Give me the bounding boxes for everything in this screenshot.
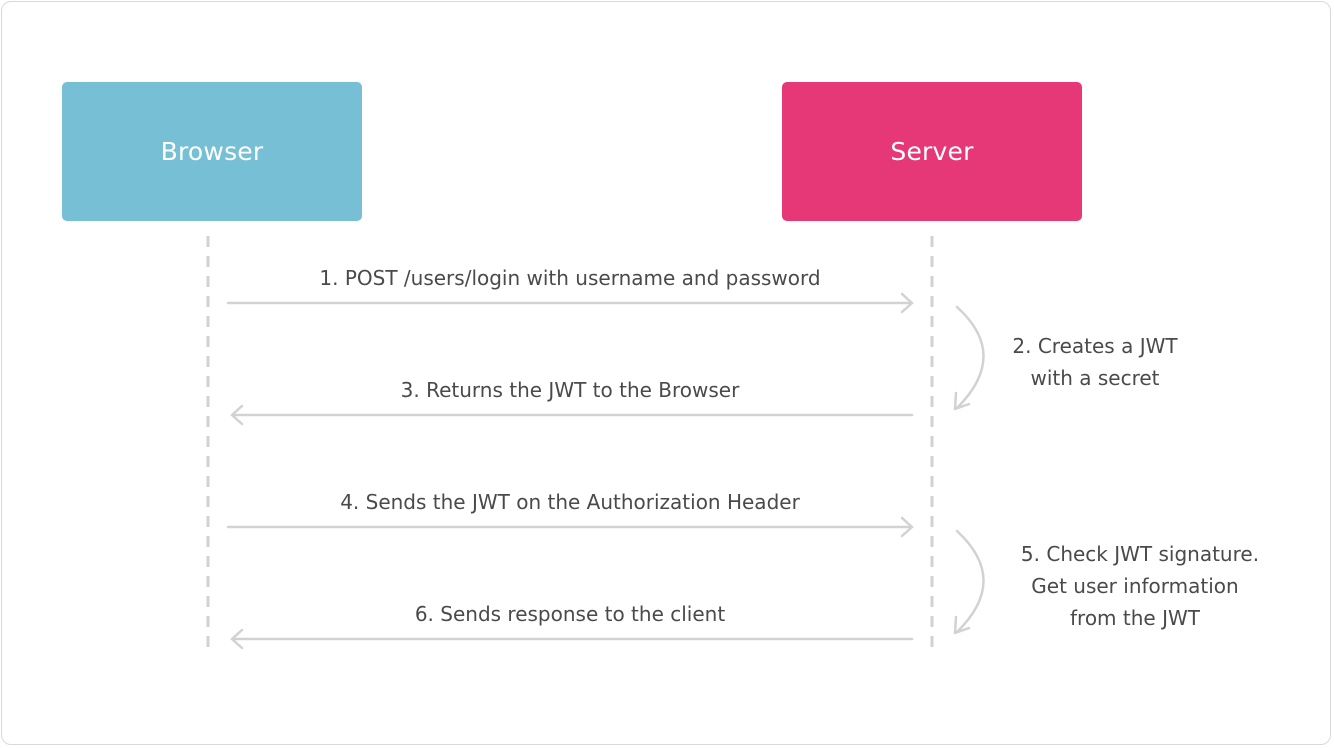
server-label: Server [890,137,974,166]
step-6-label: 6. Sends response to the client [414,602,726,626]
step-2-label-line-1: 2. Creates a JWT [1012,334,1178,358]
browser-box: Browser [62,82,362,221]
step-1-label: 1. POST /users/login with username and p… [319,266,821,290]
browser-label: Browser [160,137,264,166]
step-5-label-line-1: 5. Check JWT signature. [1020,542,1260,566]
step-4-label: 4. Sends the JWT on the Authorization He… [340,490,800,514]
step-2-label-line-2: with a secret [1030,366,1160,390]
server-box: Server [782,82,1082,221]
arrow-step-4 [226,516,914,538]
self-arrow-step-5 [953,529,985,635]
step-3-label: 3. Returns the JWT to the Browser [400,378,740,402]
self-arrow-step-2 [953,305,985,411]
step-5-label-line-2: Get user information [1031,574,1239,598]
arrow-step-3 [230,404,914,426]
arrow-step-1 [226,292,914,314]
step-5-label-line-3: from the JWT [1070,606,1200,630]
arrow-step-6 [230,628,914,650]
